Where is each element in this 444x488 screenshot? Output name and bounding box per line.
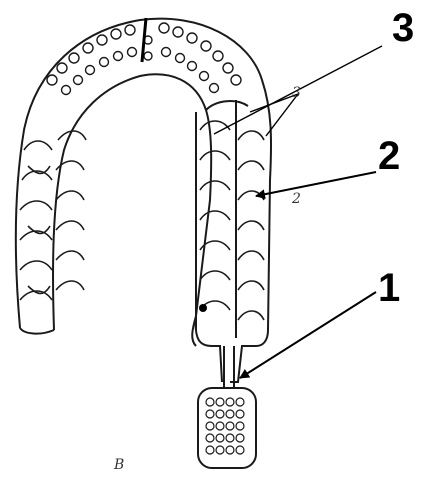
arrow-1: [240, 292, 376, 378]
label-2: 2: [378, 136, 400, 176]
label-1: 1: [378, 268, 400, 308]
small-label-3: 3: [292, 86, 301, 100]
figure-letter: B: [114, 458, 124, 472]
dark-dot: [199, 304, 207, 312]
right-arm-teeth: [200, 121, 264, 320]
label-3: 3: [392, 8, 414, 48]
arch-outline: [16, 19, 271, 382]
bottom-pad: [198, 388, 256, 468]
arrow-2: [256, 172, 376, 196]
midline-mark: [142, 18, 146, 62]
small-label-2: 2: [292, 192, 301, 206]
